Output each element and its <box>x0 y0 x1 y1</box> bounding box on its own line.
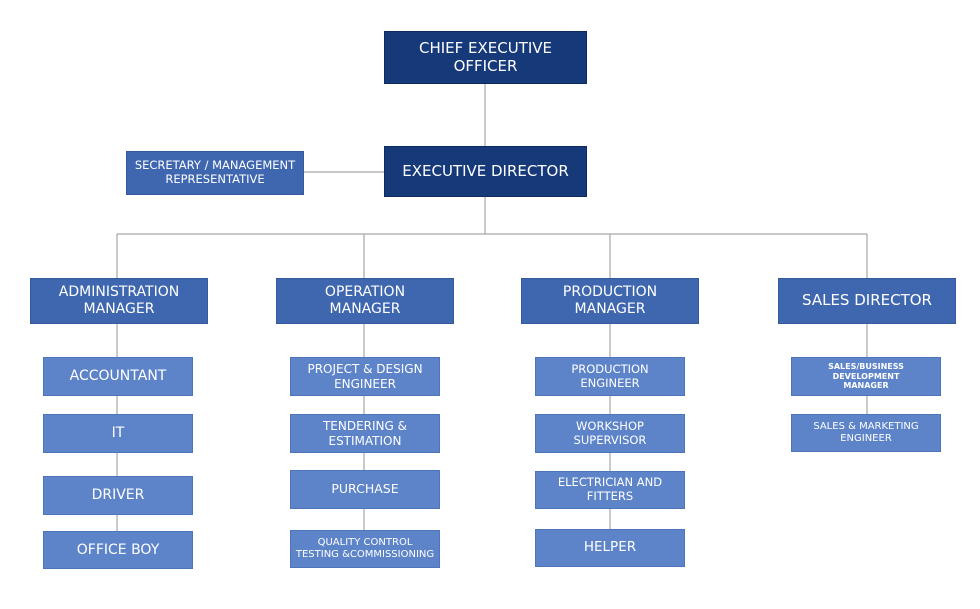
workshop-supervisor-box: WORKSHOP SUPERVISOR <box>535 414 685 453</box>
administration-manager-box: ADMINISTRATION MANAGER <box>30 278 208 324</box>
production-engineer-box: PRODUCTION ENGINEER <box>535 357 685 396</box>
project-design-engineer-box: PROJECT & DESIGN ENGINEER <box>290 357 440 396</box>
it-box: IT <box>43 414 193 453</box>
secretary-box: SECRETARY / MANAGEMENT REPRESENTATIVE <box>126 151 304 195</box>
executive-director-box: EXECUTIVE DIRECTOR <box>384 146 587 197</box>
operation-manager-box: OPERATION MANAGER <box>276 278 454 324</box>
purchase-box: PURCHASE <box>290 470 440 509</box>
quality-control-box: QUALITY CONTROL TESTING &COMMISSIONING <box>290 530 440 568</box>
production-manager-box: PRODUCTION MANAGER <box>521 278 699 324</box>
office-boy-box: OFFICE BOY <box>43 531 193 569</box>
driver-box: DRIVER <box>43 476 193 515</box>
accountant-box: ACCOUNTANT <box>43 357 193 396</box>
helper-box: HELPER <box>535 529 685 567</box>
sales-director-box: SALES DIRECTOR <box>778 278 956 324</box>
tendering-estimation-box: TENDERING & ESTIMATION <box>290 414 440 453</box>
electrician-fitters-box: ELECTRICIAN AND FITTERS <box>535 471 685 509</box>
ceo-box: CHIEF EXECUTIVE OFFICER <box>384 31 587 84</box>
sales-business-development-manager-box: SALES/BUSINESS DEVELOPMENT MANAGER <box>791 357 941 396</box>
sales-marketing-engineer-box: SALES & MARKETING ENGINEER <box>791 414 941 452</box>
